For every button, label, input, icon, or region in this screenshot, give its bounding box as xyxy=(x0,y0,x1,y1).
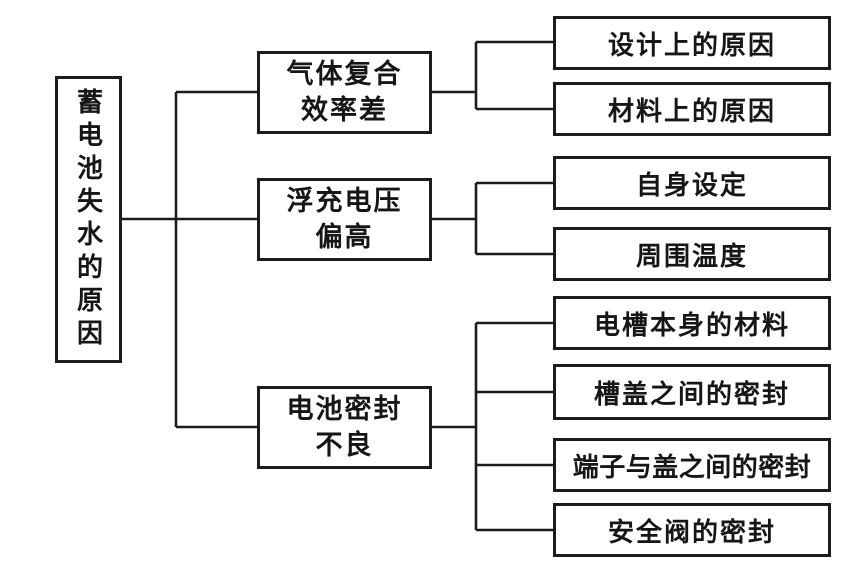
float-voltage-branch-lines xyxy=(431,181,553,256)
leaf-node-terminal-cover-seal: 端子与盖之间的密封 xyxy=(553,438,831,492)
mid-node-float-voltage: 浮充电压 偏高 xyxy=(257,178,432,261)
leaf-node-design-reason: 设计上的原因 xyxy=(553,16,831,70)
leaf-node-label: 自身设定 xyxy=(635,169,748,200)
leaf-node-label: 材料上的原因 xyxy=(607,95,776,126)
mid-node-label: 浮充电压 偏高 xyxy=(286,185,403,252)
mid-node-battery-seal: 电池密封 不良 xyxy=(257,386,432,469)
leaf-node-container-cover-seal: 槽盖之间的密封 xyxy=(553,364,831,420)
leaf-node-container-material: 电槽本身的材料 xyxy=(553,296,831,350)
leaf-node-ambient-temperature: 周围温度 xyxy=(553,227,831,281)
root-branch-lines xyxy=(121,90,257,429)
leaf-node-label: 设计上的原因 xyxy=(607,29,776,60)
leaf-node-label: 电槽本身的材料 xyxy=(593,309,790,340)
leaf-node-label: 安全阀的密封 xyxy=(607,516,776,547)
leaf-node-label: 端子与盖之间的密封 xyxy=(572,451,812,482)
root-node-label: 蓄电池失水的原因 xyxy=(73,87,104,352)
gas-branch-lines xyxy=(431,40,553,111)
leaf-node-self-setting: 自身设定 xyxy=(553,156,831,210)
seal-branch-lines xyxy=(431,321,553,532)
mid-node-label: 电池密封 不良 xyxy=(286,393,403,460)
leaf-node-label: 槽盖之间的密封 xyxy=(593,378,790,409)
leaf-node-safety-valve-seal: 安全阀的密封 xyxy=(553,503,831,557)
mid-node-gas-recombination: 气体复合 效率差 xyxy=(257,51,432,134)
mid-node-label: 气体复合 效率差 xyxy=(286,58,403,125)
root-node-battery-water-loss: 蓄电池失水的原因 xyxy=(55,76,122,363)
leaf-node-material-reason: 材料上的原因 xyxy=(553,82,831,136)
leaf-node-label: 周围温度 xyxy=(635,240,748,271)
